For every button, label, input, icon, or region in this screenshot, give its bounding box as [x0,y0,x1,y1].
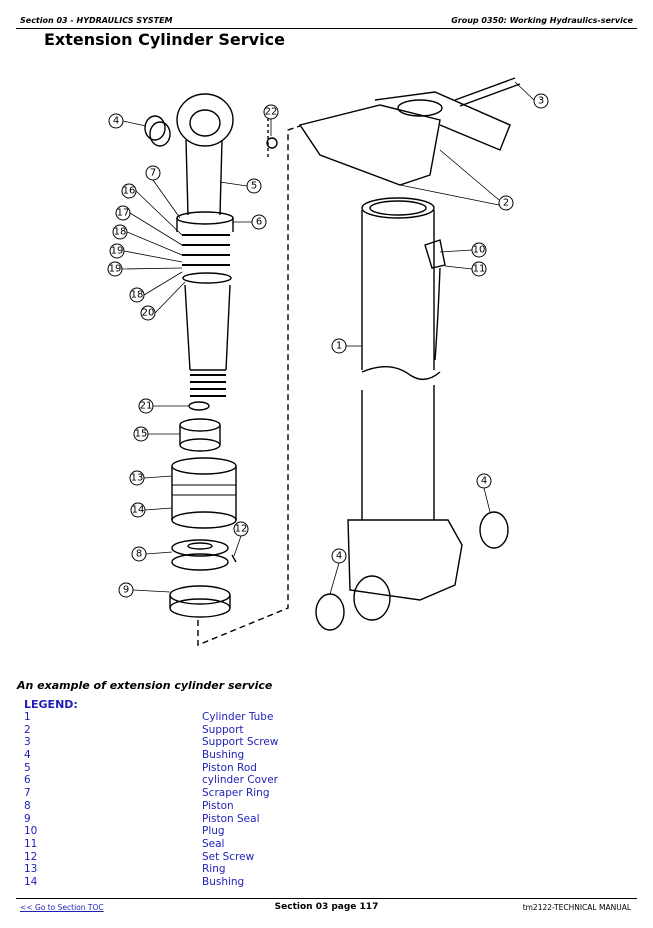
legend-item: 8 Piston [24,800,444,813]
legend-label: Ring [202,863,226,876]
svg-text:12: 12 [235,524,248,535]
legend-label: Piston [202,799,234,812]
svg-text:3: 3 [538,96,544,107]
callout-3 [533,93,549,109]
legend-label: Scraper Ring [202,787,270,800]
svg-text:11: 11 [473,264,486,275]
svg-text:6: 6 [256,217,262,228]
legend-number: 3 [24,736,31,749]
legend-list: 1 Cylinder Tube 2 Support 3 Support Screw 4… [24,711,444,889]
svg-text:16: 16 [123,186,136,197]
extension-cylinder-diagram: 1 2 3 4 4 4 5 6 7 8 9 10 11 12 13 14 15 … [107,77,549,647]
legend-number: 14 [24,875,38,888]
figure-caption: An example of extension cylinder service [17,679,273,692]
rod-eye [176,93,234,147]
legend-item: 12 Set Screw [24,851,444,864]
svg-text:20: 20 [142,308,155,319]
footer-divider [16,898,637,899]
svg-text:15: 15 [135,429,148,440]
legend-number: 6 [24,774,31,787]
svg-text:18: 18 [131,290,144,301]
legend-number: 8 [24,799,31,812]
legend-label: Plug [202,825,225,838]
legend-label: Bushing [202,749,245,762]
svg-text:13: 13 [131,473,144,484]
legend-number: 9 [24,812,31,825]
svg-text:22: 22 [265,107,278,118]
legend-label: Set Screw [202,850,255,863]
legend-item: 1 Cylinder Tube [24,711,444,724]
support-bracket [298,104,441,186]
svg-text:4: 4 [336,551,342,562]
legend-label: Support Screw [202,736,279,749]
legend-label: Piston Seal [202,812,260,825]
svg-text:8: 8 [136,549,142,560]
legend-label: Cylinder Tube [202,711,274,723]
legend-number: 5 [24,761,31,774]
svg-text:17: 17 [117,208,130,219]
svg-text:21: 21 [140,401,153,412]
svg-text:4: 4 [113,116,119,127]
header-divider [16,28,637,29]
svg-text:1: 1 [336,341,342,352]
legend-number: 10 [24,825,38,838]
svg-text:7: 7 [150,168,156,179]
svg-text:19: 19 [109,264,122,275]
legend-item: 2 Support [24,724,444,737]
svg-text:10: 10 [473,245,486,256]
legend-number: 13 [24,863,38,876]
legend-item: 11 Seal [24,838,444,851]
legend-number: 1 [24,711,31,723]
header-group: Group 0350: Working Hydraulics-service [451,16,633,25]
callout-2 [498,195,514,211]
legend-label: cylinder Cover [202,774,279,787]
legend-number: 2 [24,723,31,736]
svg-text:14: 14 [132,505,145,516]
legend-item: 3 Support Screw [24,736,444,749]
svg-text:4: 4 [481,476,487,487]
svg-text:5: 5 [251,181,257,192]
legend-number: 11 [24,837,38,850]
svg-text:2: 2 [503,198,509,209]
legend-number: 4 [24,749,31,762]
manual-id: tm2122-TECHNICAL MANUAL [522,903,631,912]
legend-item: 7 Scraper Ring [24,787,444,800]
legend-item: 9 Piston Seal [24,813,444,826]
legend-number: 12 [24,850,38,863]
legend-item: 6 cylinder Cover [24,774,444,787]
legend-item: 14 Bushing [24,876,444,889]
legend-label: Bushing [202,875,245,888]
legend-label: Piston Rod [202,761,257,774]
legend-item: 10 Plug [24,825,444,838]
legend-heading: LEGEND: [24,698,78,711]
legend-number: 7 [24,787,31,800]
svg-text:19: 19 [111,246,124,257]
go-to-section-toc-link[interactable]: << Go to Section TOC [20,903,104,912]
legend-item: 13 Ring [24,863,444,876]
legend-item: 4 Bushing [24,749,444,762]
page-number: Section 03 page 117 [274,902,379,912]
svg-text:18: 18 [114,227,127,238]
header-section: Section 03 - HYDRAULICS SYSTEM [20,16,173,25]
page-title: Extension Cylinder Service [44,30,285,49]
legend-label: Seal [202,837,225,850]
legend-label: Support [202,723,244,736]
legend-item: 5 Piston Rod [24,762,444,775]
svg-text:9: 9 [123,585,129,596]
